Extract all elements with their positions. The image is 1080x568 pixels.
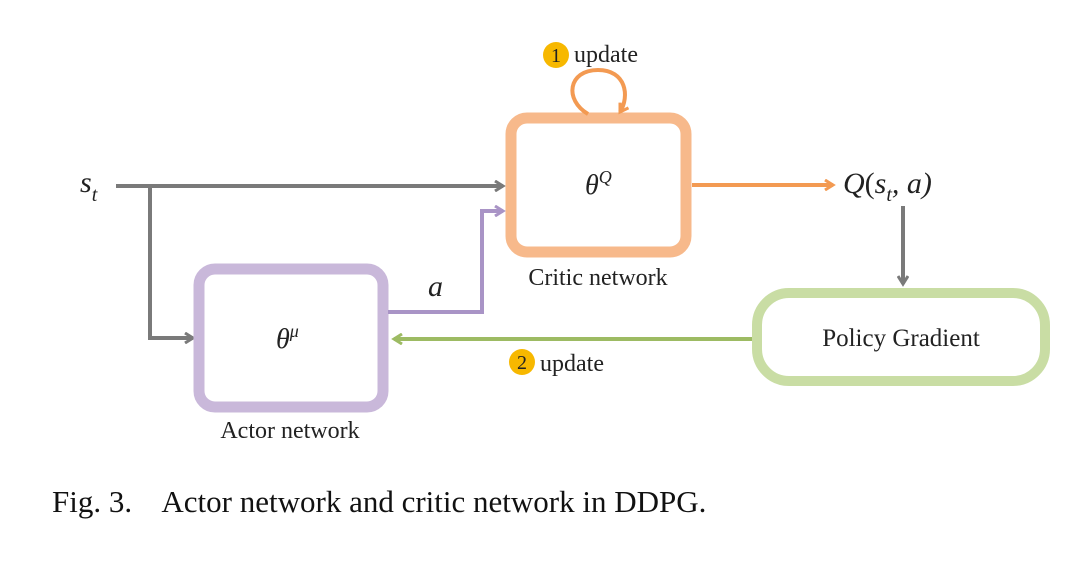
critic-update-loop: [570, 67, 625, 116]
actor-network-box: [193, 263, 389, 413]
actor-update-badge: [509, 349, 535, 375]
figure-caption-text: Actor network and critic network in DDPG…: [161, 484, 707, 519]
actor-update-badge-number: 2: [517, 352, 527, 374]
q-value-output: Q(st, a): [843, 167, 932, 206]
critic-network-label: Critic network: [528, 265, 667, 291]
figure-number: Fig. 3.: [52, 484, 133, 519]
action-label: a: [428, 270, 443, 303]
critic-update-label: update: [574, 42, 638, 68]
critic-update-badge: [543, 42, 569, 68]
policy-gradient-label: Policy Gradient: [822, 325, 980, 352]
actor-network-label: Actor network: [220, 418, 359, 444]
figure-caption: Fig. 3. Actor network and critic network…: [52, 484, 706, 520]
actor-param: θμ: [276, 321, 299, 355]
critic-param: θQ: [585, 167, 612, 201]
critic-network-box: [505, 112, 692, 258]
policy-gradient-box: [752, 288, 1050, 386]
action-to-critic-arrow: [388, 211, 503, 314]
state-to-actor-arrow: [148, 186, 193, 338]
state-input-label: st: [80, 166, 98, 206]
critic-update-badge-number: 1: [551, 45, 561, 67]
actor-update-label: update: [540, 351, 604, 377]
